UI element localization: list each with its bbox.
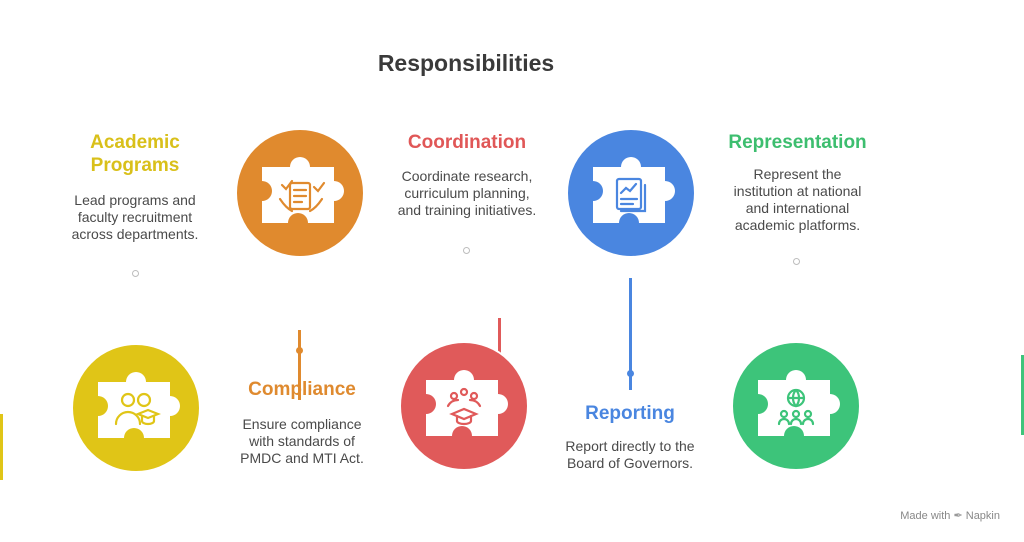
compliance-description: Ensure compliance with standards of PMDC…	[222, 416, 382, 467]
coordination-heading: Coordination	[407, 132, 527, 153]
compliance-connector-dot	[296, 347, 303, 354]
coordination-puzzle-piece	[398, 340, 530, 472]
academic-programs-heading-line-1: Academic	[90, 132, 180, 153]
globe-people-icon	[777, 388, 815, 426]
academic-programs-desc-line-1: Lead programs and	[74, 192, 196, 208]
made-with-footer: Made with ✒ Napkin	[900, 509, 1000, 522]
coordination-desc-line-1: Coordinate research,	[401, 168, 533, 184]
network-graduation-icon	[446, 387, 482, 426]
representation-desc-line-3: and international	[745, 200, 850, 216]
coordination-description: Coordinate research, curriculum planning…	[382, 168, 552, 219]
napkin-logo-icon: ✒	[953, 510, 963, 522]
coordination-connector-line	[498, 318, 501, 358]
representation-desc-line-1: Represent the	[753, 166, 842, 182]
representation-puzzle-piece	[730, 340, 862, 472]
academic-programs-desc-line-3: across departments.	[71, 226, 199, 242]
compliance-puzzle-piece	[234, 127, 366, 259]
connector-dot	[793, 258, 800, 265]
compliance-heading: Compliance	[248, 379, 356, 400]
reporting-heading: Reporting	[585, 403, 675, 424]
report-chart-icon	[615, 177, 647, 213]
academic-programs-heading-line-2: Programs	[90, 155, 180, 176]
compliance-connector-line	[298, 330, 301, 400]
reporting-puzzle-piece	[565, 127, 697, 259]
compliance-desc-line-1: Ensure compliance	[242, 416, 362, 432]
napkin-brand-label: Napkin	[965, 510, 1000, 522]
made-with-label: Made with	[900, 510, 951, 522]
reporting-connector-line	[629, 278, 632, 390]
reporting-description: Report directly to the Board of Governor…	[545, 438, 715, 472]
page-title: Responsibilities	[377, 50, 555, 76]
academic-programs-desc-line-2: faculty recruitment	[77, 209, 193, 225]
left-edge-accent	[0, 414, 3, 480]
representation-desc-line-2: institution at national	[733, 183, 862, 199]
coordination-desc-line-2: curriculum planning,	[404, 185, 530, 201]
compliance-desc-line-3: PMDC and MTI Act.	[240, 450, 364, 466]
checklist-hand-icon	[278, 179, 326, 213]
coordination-desc-line-3: and training initiatives.	[397, 202, 537, 218]
representation-description: Represent the institution at national an…	[715, 166, 880, 234]
connector-dot	[132, 270, 139, 277]
right-edge-accent	[1021, 355, 1024, 435]
reporting-desc-line-1: Report directly to the	[565, 438, 695, 454]
representation-heading: Representation	[728, 132, 867, 153]
reporting-connector-dot	[627, 370, 634, 377]
representation-desc-line-4: academic platforms.	[734, 217, 861, 233]
team-graduation-icon	[114, 392, 161, 426]
reporting-desc-line-2: Board of Governors.	[566, 455, 694, 471]
compliance-desc-line-2: with standards of	[249, 433, 355, 449]
academic-programs-heading: Academic Programs	[60, 131, 210, 177]
connector-dot	[463, 247, 470, 254]
academic-programs-puzzle-piece	[70, 342, 202, 474]
academic-programs-description: Lead programs and faculty recruitment ac…	[55, 192, 215, 243]
